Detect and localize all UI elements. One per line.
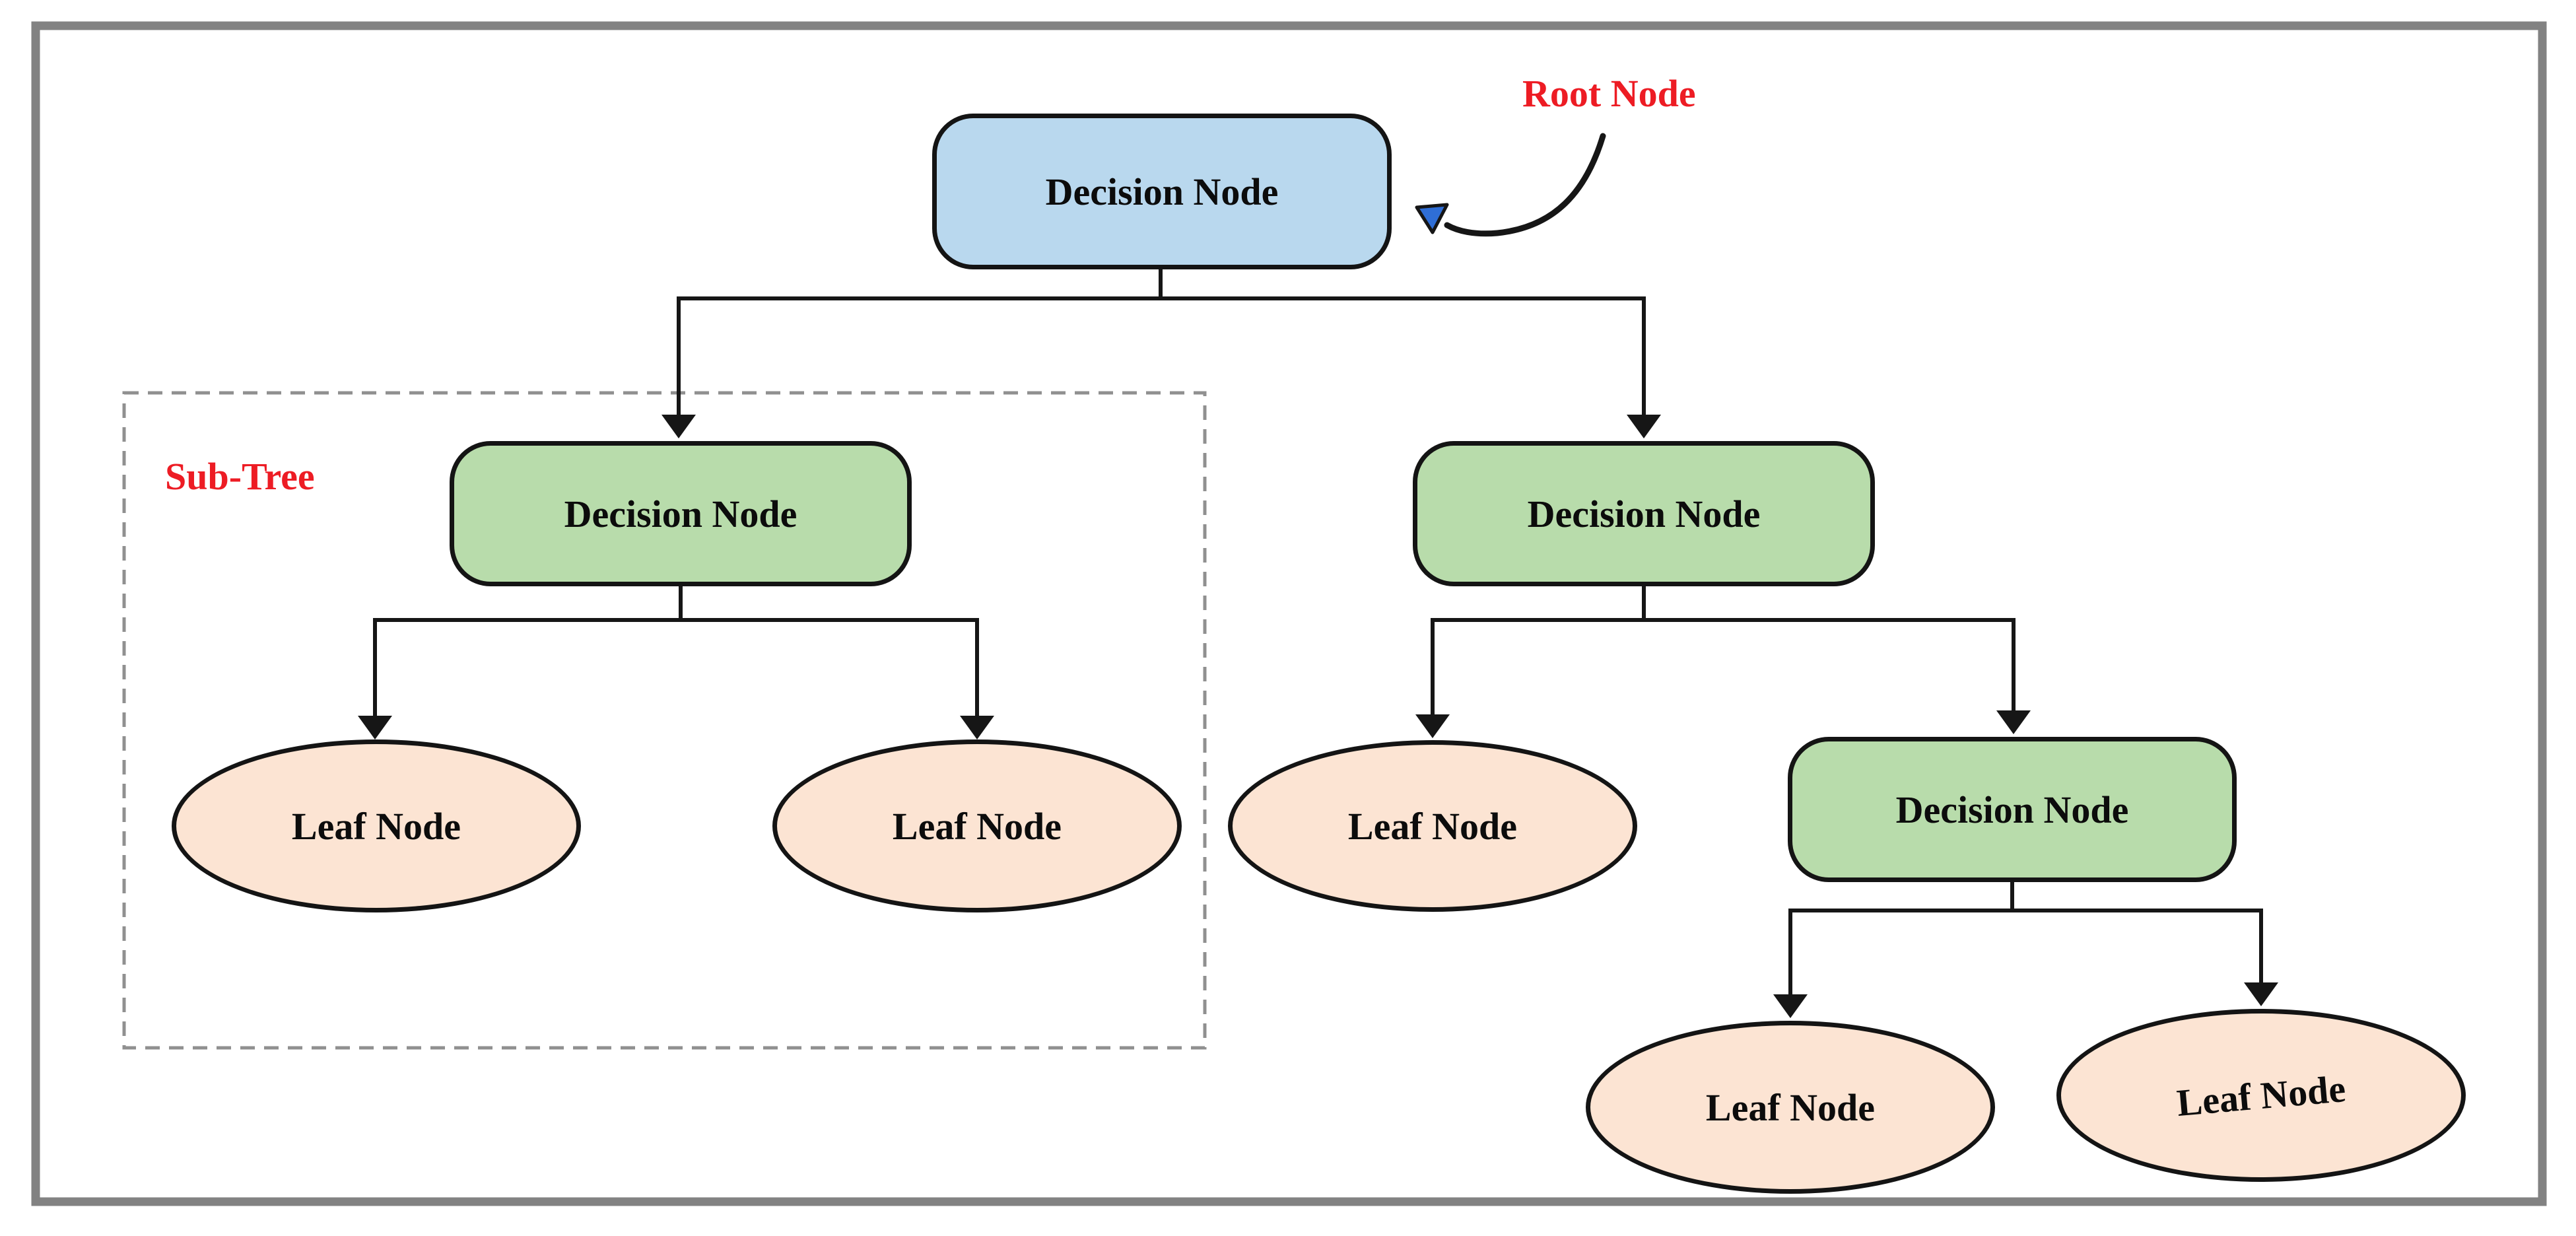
connector-root-branch xyxy=(677,268,1646,419)
connector-left-branch xyxy=(373,586,979,720)
arrowhead-left-decision xyxy=(661,415,696,438)
leaf-node-left-outer: Leaf Node xyxy=(172,739,581,912)
root-decision-node-label: Decision Node xyxy=(1045,170,1279,213)
arrowheads xyxy=(358,415,2278,1018)
leaf-node-left-inner: Leaf Node xyxy=(772,739,1182,912)
arrowhead-leaf-a xyxy=(358,716,392,739)
root-annotation-arrowhead-icon xyxy=(1415,203,1449,234)
inner-decision-node: Decision Node xyxy=(1788,737,2237,882)
leaf-node-left-outer-label: Leaf Node xyxy=(291,804,461,848)
arrowhead-leaf-b xyxy=(960,716,994,739)
connector-inner-branch xyxy=(1788,882,2263,998)
root-decision-node: Decision Node xyxy=(932,114,1392,269)
leaf-node-left-inner-label: Leaf Node xyxy=(892,804,1062,848)
connector-right-branch xyxy=(1431,586,2016,718)
subtree-annotation: Sub-Tree xyxy=(165,455,315,498)
leaf-node-middle: Leaf Node xyxy=(1228,740,1637,912)
leaf-node-bottom-right-label: Leaf Node xyxy=(2175,1066,2348,1124)
leaf-node-bottom-left-label: Leaf Node xyxy=(1705,1085,1876,1129)
leaf-node-bottom-left: Leaf Node xyxy=(1586,1021,1995,1194)
root-annotation-curve xyxy=(1444,133,1606,237)
left-decision-node-label: Decision Node xyxy=(564,492,797,535)
outer-frame xyxy=(31,21,2547,1206)
right-decision-node: Decision Node xyxy=(1413,441,1875,586)
root-node-annotation: Root Node xyxy=(1522,72,1696,115)
arrowhead-leaf-d xyxy=(1773,994,1808,1018)
arrowhead-leaf-e xyxy=(2244,982,2278,1006)
left-decision-node: Decision Node xyxy=(450,441,912,586)
right-decision-node-label: Decision Node xyxy=(1527,492,1761,535)
arrowhead-right-decision xyxy=(1627,415,1661,438)
arrowhead-leaf-c xyxy=(1415,714,1450,738)
inner-decision-node-label: Decision Node xyxy=(1895,788,2129,831)
subtree-dashed-box xyxy=(122,391,1207,1050)
leaf-node-middle-label: Leaf Node xyxy=(1347,804,1518,848)
arrowhead-inner-decision xyxy=(1996,710,2031,734)
leaf-node-bottom-right: Leaf Node xyxy=(2056,1009,2466,1182)
